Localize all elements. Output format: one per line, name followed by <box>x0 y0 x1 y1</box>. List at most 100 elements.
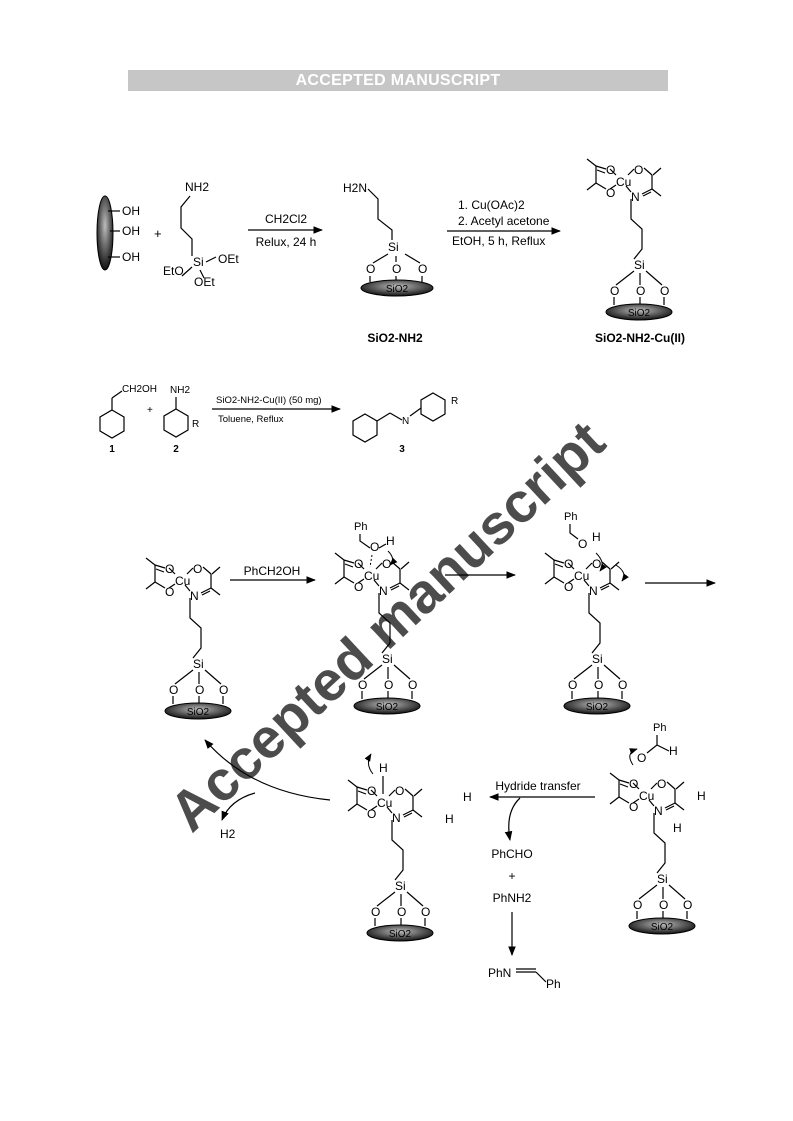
ph-label: Ph <box>653 722 666 734</box>
h-label: H <box>669 744 678 758</box>
h-label: H <box>386 534 395 548</box>
arrow1-reagent: CH2Cl2 <box>265 212 307 226</box>
sio2-label: SiO2 <box>389 929 412 940</box>
cu-label: Cu <box>574 569 589 583</box>
aptes-molecule: NH2 Si OEt EtO OEt <box>163 180 239 289</box>
cu-label: Cu <box>175 574 190 588</box>
benzyl-alcohol: CH2OH 1 <box>99 384 157 455</box>
oh-label: OH <box>122 204 140 218</box>
o-label: O <box>397 905 406 919</box>
ph-label: Ph <box>354 521 367 533</box>
si-label: Si <box>388 240 399 254</box>
o-label: O <box>354 580 363 594</box>
catalyst-complex-d: O O Cu O N Si O O O SiO2 Ph O H H H <box>609 722 706 935</box>
si-label: Si <box>193 255 204 269</box>
h-label: H <box>673 821 682 835</box>
product1-label: SiO2-NH2 <box>367 331 423 345</box>
compound-number: 2 <box>173 444 179 455</box>
oet-label: OEt <box>218 252 239 266</box>
o-label: O <box>371 905 380 919</box>
o-label: O <box>408 678 417 692</box>
h-label: H <box>445 812 454 826</box>
arrow2-reagent2: 2. Acetyl acetone <box>458 214 550 228</box>
cu-label: Cu <box>639 789 654 803</box>
plus-sign: + <box>147 405 153 416</box>
hydride-transfer-label: Hydride transfer <box>495 779 580 793</box>
o-label: O <box>568 678 577 692</box>
sio2-label: SiO2 <box>386 284 409 295</box>
o-label: O <box>367 807 376 821</box>
aniline: NH2 R 2 <box>163 385 199 455</box>
o-label: O <box>392 262 401 276</box>
oh-label: OH <box>122 224 140 238</box>
h-label: H <box>592 530 601 544</box>
o-label: O <box>193 562 202 576</box>
o-label: O <box>659 898 668 912</box>
o-label: O <box>629 777 638 791</box>
o-label: O <box>618 678 627 692</box>
release-arrow <box>504 797 521 841</box>
o-label: O <box>382 557 391 571</box>
o-label: O <box>418 262 427 276</box>
silica-oh-pill: OH OH OH <box>96 195 140 271</box>
o-label: O <box>564 580 573 594</box>
o-label: O <box>606 186 615 200</box>
n-label: N <box>402 416 409 427</box>
benzaldehyde-label: PhCHO <box>491 847 532 861</box>
o-label: O <box>384 678 393 692</box>
sio2-label: SiO2 <box>651 922 674 933</box>
r-label: R <box>451 396 458 407</box>
o-label: O <box>219 683 228 697</box>
o-label: O <box>370 540 379 554</box>
sio2-label: SiO2 <box>187 707 210 718</box>
o-label: O <box>358 678 367 692</box>
nh2-label: NH2 <box>185 180 209 194</box>
si-label: Si <box>382 652 393 666</box>
cu-label: Cu <box>377 796 392 810</box>
h2n-label: H2N <box>343 181 367 195</box>
o-label: O <box>165 585 174 599</box>
o-label: O <box>421 905 430 919</box>
catalyst-complex-b: O O Cu O N Si O O O SiO2 Ph O H <box>334 521 421 715</box>
imine-product-mechanism: PhN Ph <box>488 966 561 991</box>
n-label: N <box>190 589 199 603</box>
o-label: O <box>634 163 643 177</box>
si-label: Si <box>657 872 668 886</box>
arrow2-condition: EtOH, 5 h, Reflux <box>452 234 545 248</box>
o-label: O <box>636 284 645 298</box>
si-label: Si <box>395 879 406 893</box>
o-label: O <box>610 284 619 298</box>
n-label: N <box>654 804 663 818</box>
h-label: H <box>697 789 706 803</box>
h2-label: H2 <box>220 827 236 841</box>
compound-number: 1 <box>109 444 115 455</box>
o-label: O <box>637 751 646 765</box>
r-label: R <box>192 419 199 430</box>
oet-label: OEt <box>194 275 215 289</box>
o-label: O <box>683 898 692 912</box>
step1-reagent: PhCH2OH <box>244 564 301 578</box>
arrow2-reagent1: 1. Cu(OAc)2 <box>458 198 525 212</box>
scheme2-catalyst: SiO2-NH2-Cu(II) (50 mg) <box>216 395 322 406</box>
phn-label: PhN <box>488 966 511 980</box>
o-label: O <box>629 800 638 814</box>
aniline-label: PhNH2 <box>493 891 532 905</box>
sio2-label: SiO2 <box>628 308 651 319</box>
catalyst-complex-a: O O Cu O N Si O O O SiO2 <box>145 557 232 720</box>
o-label: O <box>354 557 363 571</box>
o-label: O <box>592 557 601 571</box>
arrow1-condition: Relux, 24 h <box>256 235 317 249</box>
plus-sign: + <box>508 869 515 883</box>
cu-label: Cu <box>364 569 379 583</box>
watermark-text: Accepted manuscript <box>157 409 616 843</box>
oh-label: OH <box>122 250 140 264</box>
o-label: O <box>564 557 573 571</box>
regeneration-arrow <box>204 739 331 801</box>
scheme2-condition: Toluene, Reflux <box>218 414 284 425</box>
catalyst-complex-e: O O Cu O N Si O O O SiO2 H H H <box>347 753 472 942</box>
si-label: Si <box>592 652 603 666</box>
plus-sign: + <box>154 226 162 241</box>
o-label: O <box>366 262 375 276</box>
n-label: N <box>631 190 640 204</box>
h-label: H <box>463 790 472 804</box>
